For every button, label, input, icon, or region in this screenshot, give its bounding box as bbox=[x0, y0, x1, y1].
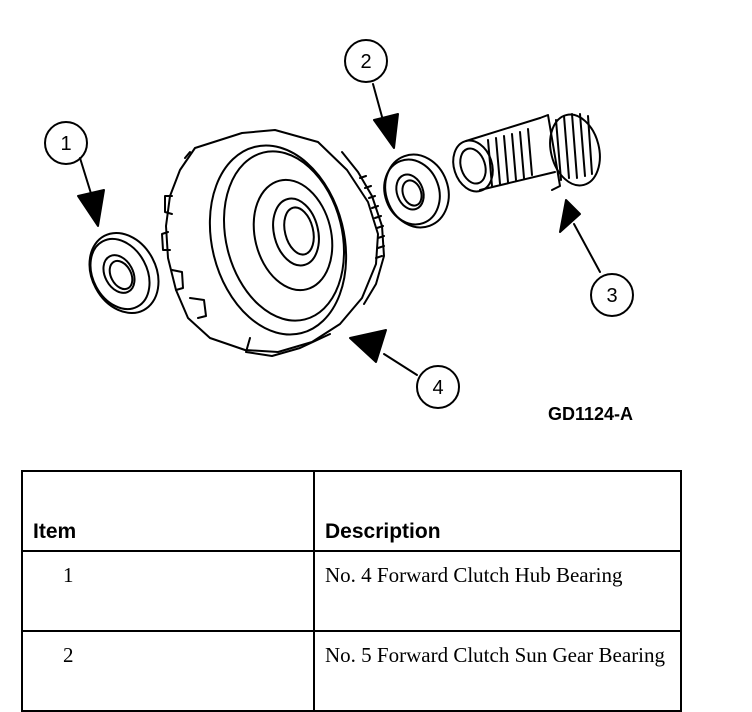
item-number: 1 bbox=[21, 550, 315, 632]
legend-header-row: Item Description bbox=[21, 470, 682, 552]
legend-table: Item Description 1 No. 4 Forward Clutch … bbox=[21, 470, 682, 712]
arrow-3 bbox=[559, 199, 601, 273]
arrow-2 bbox=[372, 83, 399, 149]
callout-circle-2 bbox=[344, 39, 388, 83]
table-row: 2 No. 5 Forward Clutch Sun Gear Bearing bbox=[21, 630, 682, 712]
sun-gear-3 bbox=[452, 113, 601, 193]
item-column-header: Item bbox=[21, 470, 315, 552]
callout-circle-1 bbox=[44, 121, 88, 165]
callout-label-3: 3 bbox=[606, 285, 617, 307]
callout-circle-3 bbox=[590, 273, 634, 317]
callout-circle-4 bbox=[416, 365, 460, 409]
callout-label-1: 1 bbox=[60, 133, 71, 155]
bearing-2 bbox=[383, 153, 450, 229]
arrow-4 bbox=[349, 329, 418, 376]
description-column-header: Description bbox=[313, 470, 682, 552]
item-description: No. 4 Forward Clutch Hub Bearing bbox=[313, 550, 682, 632]
callout-label-4: 4 bbox=[432, 377, 443, 399]
arrow-1 bbox=[77, 157, 105, 227]
exploded-view-diagram: 1 2 3 4 bbox=[44, 39, 634, 409]
figure-code: GD1124-A bbox=[548, 404, 634, 424]
table-row: 1 No. 4 Forward Clutch Hub Bearing bbox=[21, 550, 682, 632]
clutch-hub-4 bbox=[161, 129, 385, 357]
callout-label-2: 2 bbox=[360, 51, 371, 73]
item-description: No. 5 Forward Clutch Sun Gear Bearing bbox=[313, 630, 682, 712]
item-number: 2 bbox=[21, 630, 315, 712]
bearing-1 bbox=[88, 231, 160, 315]
